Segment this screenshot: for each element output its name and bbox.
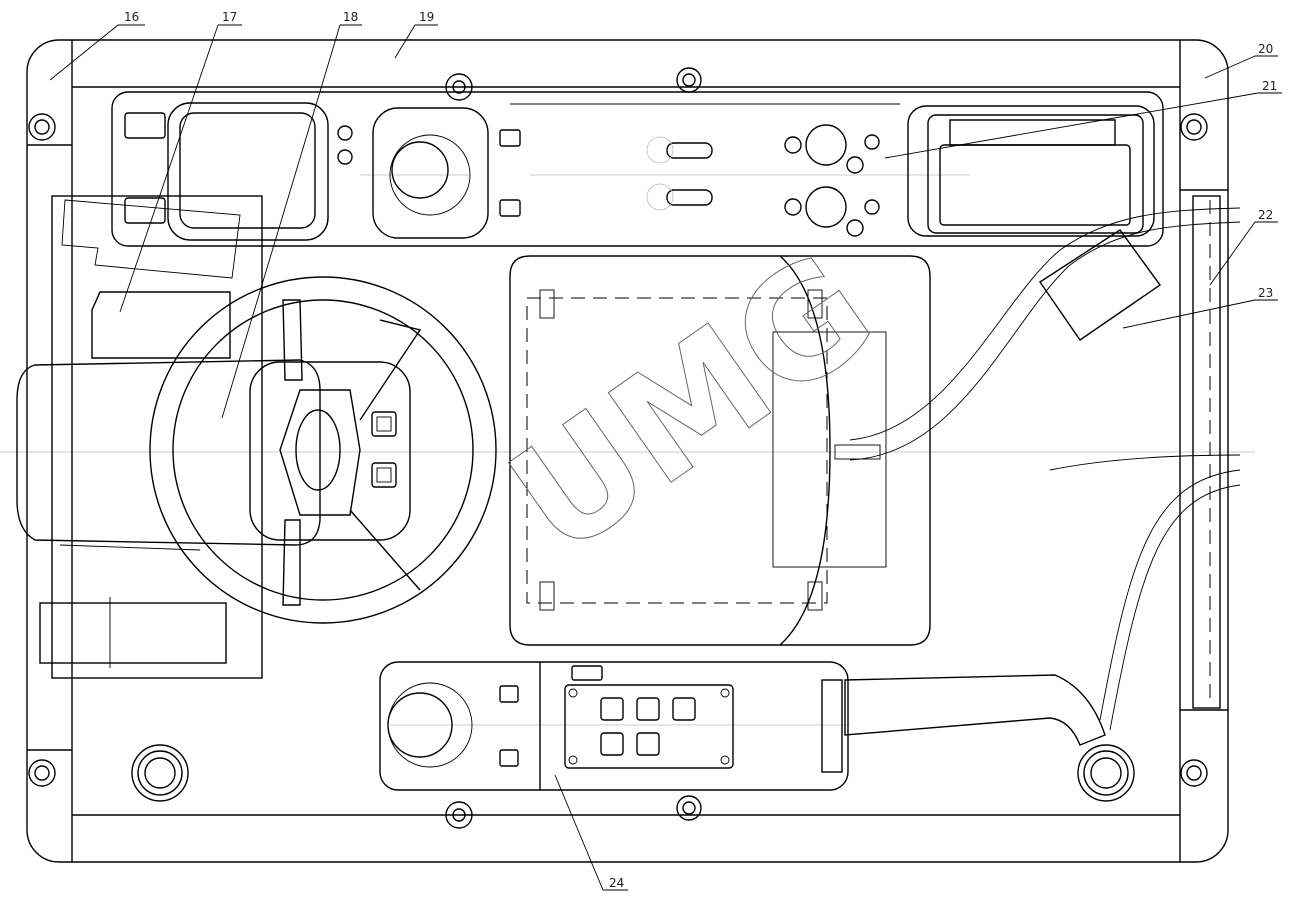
callout-16: 16 — [124, 10, 139, 24]
left-mount-box — [39, 195, 263, 679]
base-frame — [26, 39, 1229, 863]
cable-harness — [844, 195, 1241, 746]
callout-20: 20 — [1258, 42, 1273, 56]
callout-18: 18 — [343, 10, 358, 24]
callouts: 16 17 18 19 20 21 22 23 24 — [49, 10, 1282, 891]
bottom-control-panel — [379, 661, 849, 791]
callout-22: 22 — [1258, 208, 1273, 222]
umg-watermark: UMG — [481, 221, 904, 590]
callout-17: 17 — [222, 10, 237, 24]
callout-23: 23 — [1258, 286, 1273, 300]
center-plate: UMG — [480, 220, 931, 646]
callout-19: 19 — [419, 10, 434, 24]
left-armrest — [16, 359, 321, 551]
mounting-holes — [28, 67, 1208, 829]
steering-wheel — [149, 276, 497, 624]
centerlines — [0, 174, 1255, 726]
callout-24: 24 — [609, 876, 624, 890]
callout-21: 21 — [1262, 79, 1277, 93]
top-control-panel — [111, 91, 1164, 247]
